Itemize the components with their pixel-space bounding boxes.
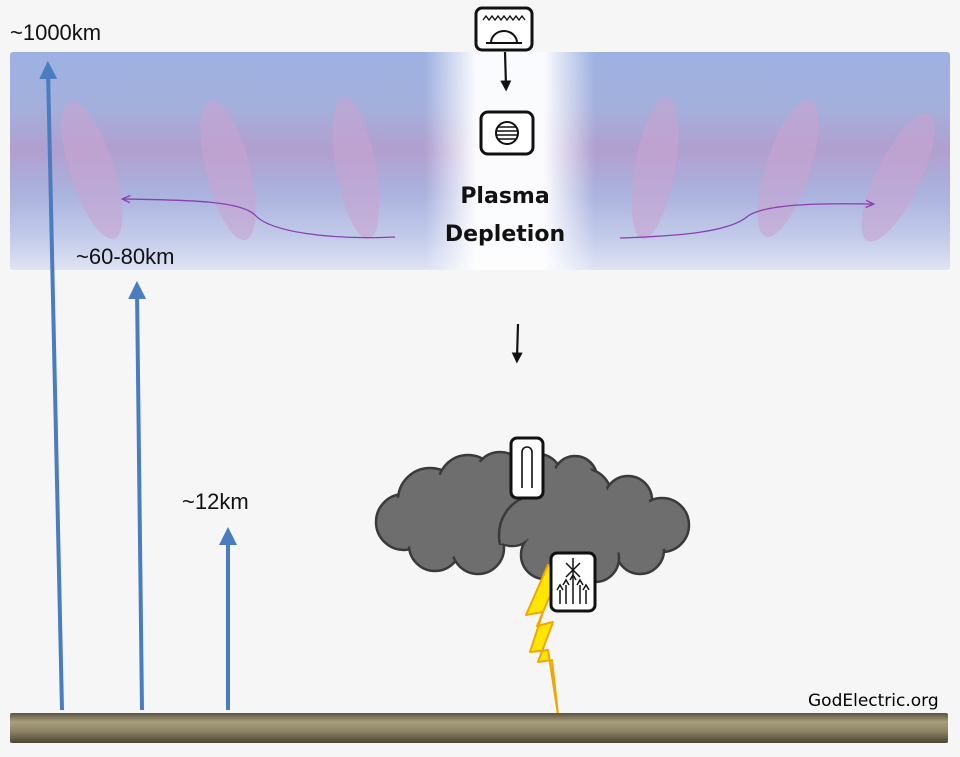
detector-dome-icon <box>474 6 534 52</box>
layer-title-line2: Depletion <box>444 222 566 247</box>
altitude-arrow-1000km <box>39 61 64 711</box>
plasma-plumes <box>61 97 935 242</box>
flow-arrow-left <box>123 199 396 239</box>
spray-discharge-icon <box>549 551 597 613</box>
layer-title: Plasma Depletion <box>425 178 585 254</box>
layer-title-line1: Plasma <box>460 184 550 209</box>
flow-arrow-right <box>619 204 873 239</box>
altitude-label-60-80km: ~60-80km <box>76 244 175 269</box>
plume <box>200 99 256 241</box>
credit-text: GodElectric.org <box>808 691 939 711</box>
altitude-label-12km: ~12km <box>182 489 249 514</box>
cloud-core <box>379 457 684 576</box>
plume <box>631 97 679 239</box>
upward-tube-icon <box>509 436 545 500</box>
plume <box>861 114 935 242</box>
altitude-arrow-60-80km <box>128 281 147 711</box>
plume <box>757 99 819 237</box>
down-arrow-middle <box>511 323 523 364</box>
ground <box>10 713 948 743</box>
ionosphere-layer <box>10 52 950 270</box>
plume <box>332 97 380 239</box>
down-arrow-top <box>500 51 512 92</box>
altitude-label-1000km: ~1000km <box>10 20 102 45</box>
plume <box>61 101 123 239</box>
striped-disc-icon <box>479 110 535 156</box>
lightning-bolt <box>525 564 563 716</box>
